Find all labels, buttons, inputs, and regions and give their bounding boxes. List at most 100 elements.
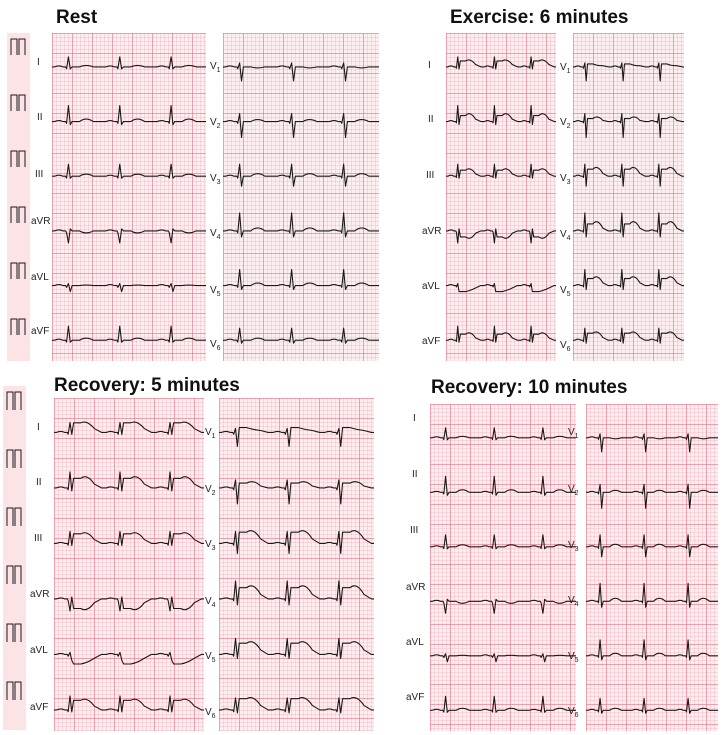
ecg-trace-line bbox=[52, 325, 206, 343]
ecg-traces bbox=[219, 427, 374, 714]
lead-label-avr: aVR bbox=[406, 582, 426, 593]
ecg-trace-line bbox=[430, 475, 576, 496]
lead-label-v1: V1 bbox=[568, 427, 579, 441]
ecg-traces bbox=[223, 62, 379, 344]
lead-label-v6: V6 bbox=[568, 706, 579, 720]
lead-label-v6: V6 bbox=[560, 340, 571, 354]
lead-label-iii: III bbox=[35, 169, 44, 180]
ecg-trace-line bbox=[446, 325, 556, 343]
ecg-grid-precordial bbox=[223, 33, 379, 361]
lead-label-v5: V5 bbox=[210, 285, 221, 299]
ecg-traces bbox=[573, 62, 684, 344]
ecg-trace-line bbox=[219, 697, 374, 714]
ecg-trace-line bbox=[54, 471, 204, 492]
ecg-trace-line bbox=[430, 534, 576, 550]
panel-title-recovery-5: Recovery: 5 minutes bbox=[54, 375, 240, 396]
lead-label-v1: V1 bbox=[210, 61, 221, 75]
calibration-strip bbox=[7, 33, 30, 361]
panel-title-rest: Rest bbox=[56, 7, 98, 28]
ecg-trace-line bbox=[446, 283, 556, 293]
ecg-trace-line bbox=[430, 598, 576, 614]
ecg-trace-line bbox=[573, 113, 684, 139]
lead-label-v2: V2 bbox=[205, 484, 216, 498]
ecg-trace-line bbox=[586, 697, 718, 714]
panel-title-recovery-10: Recovery: 10 minutes bbox=[431, 377, 628, 398]
lead-label-v6: V6 bbox=[205, 707, 216, 721]
lead-label-avl: aVL bbox=[422, 281, 440, 292]
lead-label-avl: aVL bbox=[406, 637, 424, 648]
ecg-trace-line bbox=[219, 530, 374, 554]
ecg-trace-line bbox=[223, 327, 379, 344]
lead-label-v4: V4 bbox=[210, 228, 221, 242]
ecg-trace-line bbox=[573, 62, 684, 82]
ecg-trace-line bbox=[219, 427, 374, 447]
ecg-trace-line bbox=[573, 163, 684, 187]
ecg-traces bbox=[54, 421, 204, 713]
lead-label-ii: II bbox=[412, 469, 418, 480]
ecg-trace-line bbox=[573, 269, 684, 291]
lead-label-v4: V4 bbox=[205, 596, 216, 610]
ecg-trace-line bbox=[430, 653, 576, 663]
ecg-trace-line bbox=[446, 163, 556, 179]
ecg-trace-line bbox=[52, 56, 206, 70]
lead-label-iii: III bbox=[34, 533, 43, 544]
ecg-trace-line bbox=[54, 596, 204, 612]
ecg-trace-line bbox=[219, 580, 374, 606]
ecg-trace-line bbox=[54, 421, 204, 435]
lead-label-avr: aVR bbox=[422, 226, 442, 237]
ecg-trace-line bbox=[223, 163, 379, 187]
ecg-trace-line bbox=[586, 483, 718, 509]
lead-label-avf: aVF bbox=[422, 336, 441, 347]
ecg-trace-line bbox=[223, 113, 379, 139]
ecg-trace-line bbox=[573, 212, 684, 238]
calibration-pulses bbox=[10, 38, 26, 335]
lead-label-ii: II bbox=[36, 477, 42, 488]
lead-label-v3: V3 bbox=[205, 539, 216, 553]
calibration-strip bbox=[3, 386, 26, 730]
lead-label-v2: V2 bbox=[568, 484, 579, 498]
lead-label-v2: V2 bbox=[560, 117, 571, 131]
ecg-trace-line bbox=[54, 695, 204, 713]
lead-label-v1: V1 bbox=[205, 427, 216, 441]
ecg-trace-line bbox=[430, 427, 576, 441]
ecg-trace-line bbox=[52, 105, 206, 126]
lead-label-iii: III bbox=[426, 170, 435, 181]
ecg-grid-precordial bbox=[573, 33, 684, 361]
lead-label-v5: V5 bbox=[560, 285, 571, 299]
lead-label-i: I bbox=[428, 60, 431, 71]
lead-label-v4: V4 bbox=[560, 229, 571, 243]
lead-label-v3: V3 bbox=[560, 173, 571, 187]
ecg-trace-line bbox=[446, 228, 556, 244]
ecg-trace-line bbox=[446, 105, 556, 126]
lead-label-i: I bbox=[37, 57, 40, 68]
lead-label-v6: V6 bbox=[210, 339, 221, 353]
ecg-grid-limb bbox=[446, 33, 556, 361]
lead-label-avf: aVF bbox=[31, 326, 50, 337]
lead-label-v4: V4 bbox=[568, 595, 579, 609]
ecg-trace-line bbox=[54, 651, 204, 665]
ecg-trace-line bbox=[219, 637, 374, 659]
lead-label-v5: V5 bbox=[205, 651, 216, 665]
ecg-trace-line bbox=[446, 56, 556, 70]
ecg-trace-line bbox=[223, 212, 379, 238]
ecg-traces bbox=[52, 56, 206, 343]
lead-label-iii: III bbox=[410, 525, 419, 536]
lead-label-i: I bbox=[413, 413, 416, 424]
ecg-grid-limb bbox=[430, 404, 576, 731]
ecg-grid-precordial bbox=[219, 398, 374, 731]
ecg-trace-line bbox=[223, 269, 379, 291]
ecg-trace-line bbox=[219, 479, 374, 505]
lead-label-avf: aVF bbox=[30, 702, 49, 713]
lead-label-i: I bbox=[37, 422, 40, 433]
lead-label-avr: aVR bbox=[30, 589, 50, 600]
ecg-trace-line bbox=[52, 283, 206, 293]
lead-label-avf: aVF bbox=[406, 692, 425, 703]
ecg-trace-line bbox=[586, 433, 718, 453]
lead-label-v2: V2 bbox=[210, 117, 221, 131]
ecg-trace-line bbox=[223, 62, 379, 82]
lead-label-avr: aVR bbox=[31, 216, 51, 227]
lead-label-avl: aVL bbox=[30, 645, 48, 656]
panel-title-exercise: Exercise: 6 minutes bbox=[450, 7, 629, 28]
ecg-trace-line bbox=[52, 163, 206, 179]
ecg-trace-line bbox=[54, 530, 204, 546]
